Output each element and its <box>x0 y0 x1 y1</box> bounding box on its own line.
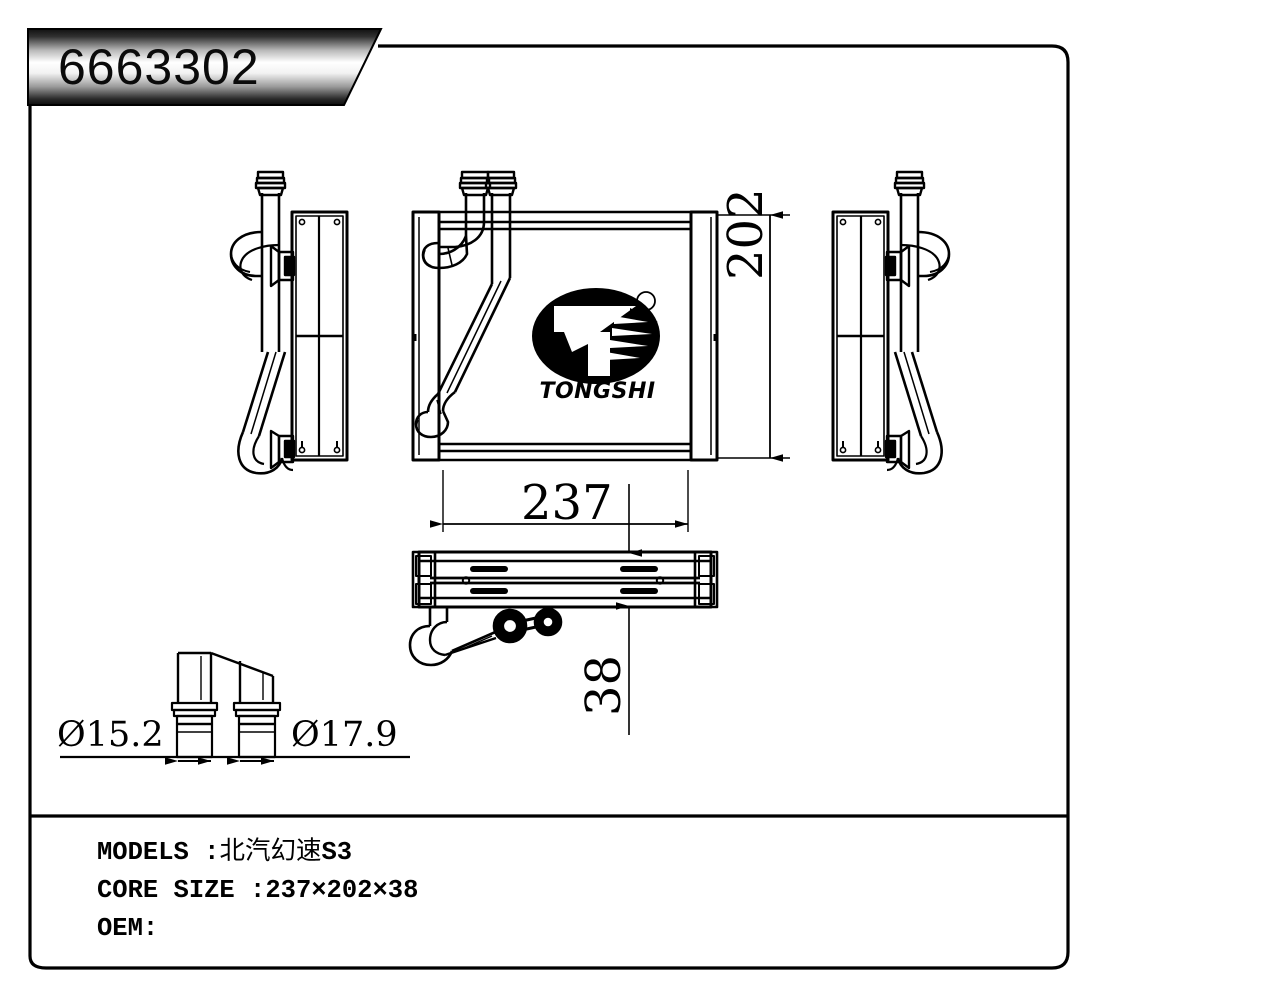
core-size-separator: : <box>234 876 266 905</box>
left-side-view <box>229 170 349 475</box>
dimension-height-label: 202 <box>718 188 774 280</box>
core-size-label: CORE SIZE <box>97 876 235 905</box>
specification-block: MODELS :北汽幻速S3 CORE SIZE :237×202×38 OEM… <box>97 832 797 948</box>
core-size-row: CORE SIZE :237×202×38 <box>97 872 797 910</box>
front-view <box>411 170 719 462</box>
sheet-border <box>28 44 1070 970</box>
models-value-cjk: 北汽幻速 <box>219 836 322 866</box>
tongshi-logo-mark <box>532 288 660 384</box>
models-separator: : <box>188 838 220 867</box>
models-label: MODELS <box>97 838 189 867</box>
dimension-inlet-diameter-label: Ø15.2 <box>57 715 164 755</box>
nipple-detail-view <box>60 651 410 765</box>
dimension-width-label: 237 <box>521 475 613 531</box>
part-number-banner <box>27 28 383 106</box>
dimension-lines <box>430 211 790 735</box>
dimension-outlet-diameter-label: Ø17.9 <box>291 715 398 755</box>
models-row: MODELS :北汽幻速S3 <box>97 832 797 872</box>
bottom-view <box>408 550 719 667</box>
core-size-value: 237×202×38 <box>265 876 419 905</box>
dimension-depth-label: 38 <box>576 654 632 716</box>
right-side-view <box>831 170 951 475</box>
models-value-tail: S3 <box>321 838 353 867</box>
tongshi-wordmark: TONGSHI <box>539 378 656 404</box>
oem-row: OEM: <box>97 910 797 948</box>
oem-label: OEM: <box>97 914 159 943</box>
